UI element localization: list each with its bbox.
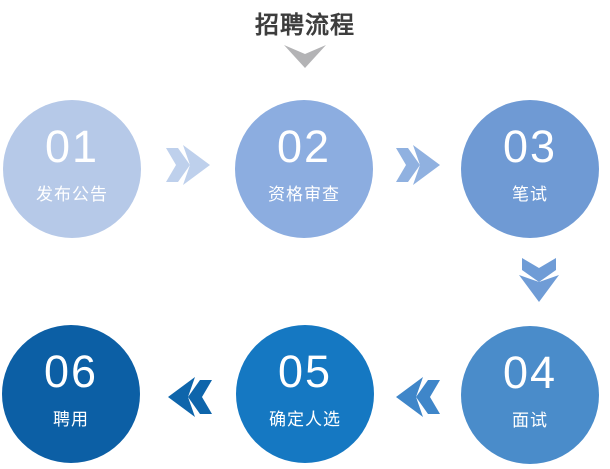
- arrow-left-icon: [396, 377, 440, 417]
- arrow-down-icon: [519, 258, 559, 302]
- step-circle-confirm-candidate: 05 确定人选: [236, 325, 374, 463]
- step-number: 01: [44, 120, 100, 172]
- step-label: 笔试: [512, 184, 548, 204]
- chevron-down-icon: [284, 45, 326, 68]
- step-label: 聘用: [53, 409, 89, 429]
- arrow-right-icon: [166, 145, 210, 185]
- step-number: 06: [43, 345, 99, 397]
- step-circle-publish-announcement: 01 发布公告: [3, 100, 141, 238]
- step-label: 确定人选: [269, 409, 341, 429]
- step-number: 04: [502, 346, 558, 398]
- step-circle-qualification-review: 02 资格审查: [235, 100, 373, 238]
- arrow-right-icon: [396, 145, 440, 185]
- step-circle-written-test: 03 笔试: [461, 100, 599, 238]
- step-circle-interview: 04 面试: [461, 326, 599, 464]
- step-number: 02: [276, 120, 332, 172]
- step-circle-hire: 06 聘用: [2, 325, 140, 463]
- step-number: 03: [502, 120, 558, 172]
- page-title: 招聘流程: [255, 12, 355, 39]
- step-label: 发布公告: [36, 184, 108, 204]
- step-label: 资格审查: [268, 184, 340, 204]
- arrow-left-icon: [168, 377, 212, 417]
- step-label: 面试: [512, 410, 548, 430]
- step-number: 05: [277, 345, 333, 397]
